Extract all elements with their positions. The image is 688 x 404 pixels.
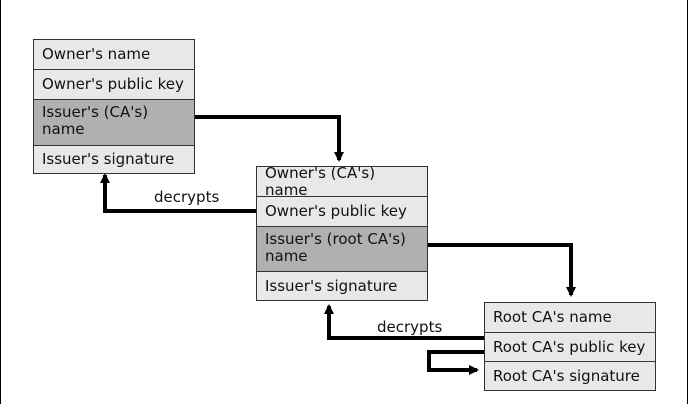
issuer-name-field: Issuer's (CA's) name xyxy=(34,99,194,145)
root-signature-field: Root CA's signature xyxy=(485,361,655,390)
owner-public-key-field: Owner's public key xyxy=(257,196,427,226)
issuer-signature-field: Issuer's signature xyxy=(257,271,427,300)
issuer-to-owner-arrow-2 xyxy=(427,243,576,297)
owner-name-field: Owner's (CA's) name xyxy=(257,164,427,198)
intermediate-ca-certificate: Owner's (CA's) name Owner's public key I… xyxy=(256,164,428,301)
decrypts-label-1: decrypts xyxy=(154,188,220,206)
issuer-signature-field: Issuer's signature xyxy=(34,145,194,173)
issuer-to-owner-arrow-1 xyxy=(194,115,344,162)
decrypts-arrow-2 xyxy=(324,304,485,340)
issuer-name-field: Issuer's (root CA's) name xyxy=(257,226,427,271)
owner-name-field: Owner's name xyxy=(34,40,194,69)
root-public-key-field: Root CA's public key xyxy=(485,332,655,361)
decrypts-arrow-1 xyxy=(100,173,257,213)
root-name-field: Root CA's name xyxy=(485,303,655,332)
owner-public-key-field: Owner's public key xyxy=(34,69,194,99)
root-ca-certificate: Root CA's name Root CA's public key Root… xyxy=(484,302,656,391)
end-entity-certificate: Owner's name Owner's public key Issuer's… xyxy=(33,39,195,174)
self-signed-loop-arrow xyxy=(427,350,485,375)
decrypts-label-2: decrypts xyxy=(377,318,443,336)
